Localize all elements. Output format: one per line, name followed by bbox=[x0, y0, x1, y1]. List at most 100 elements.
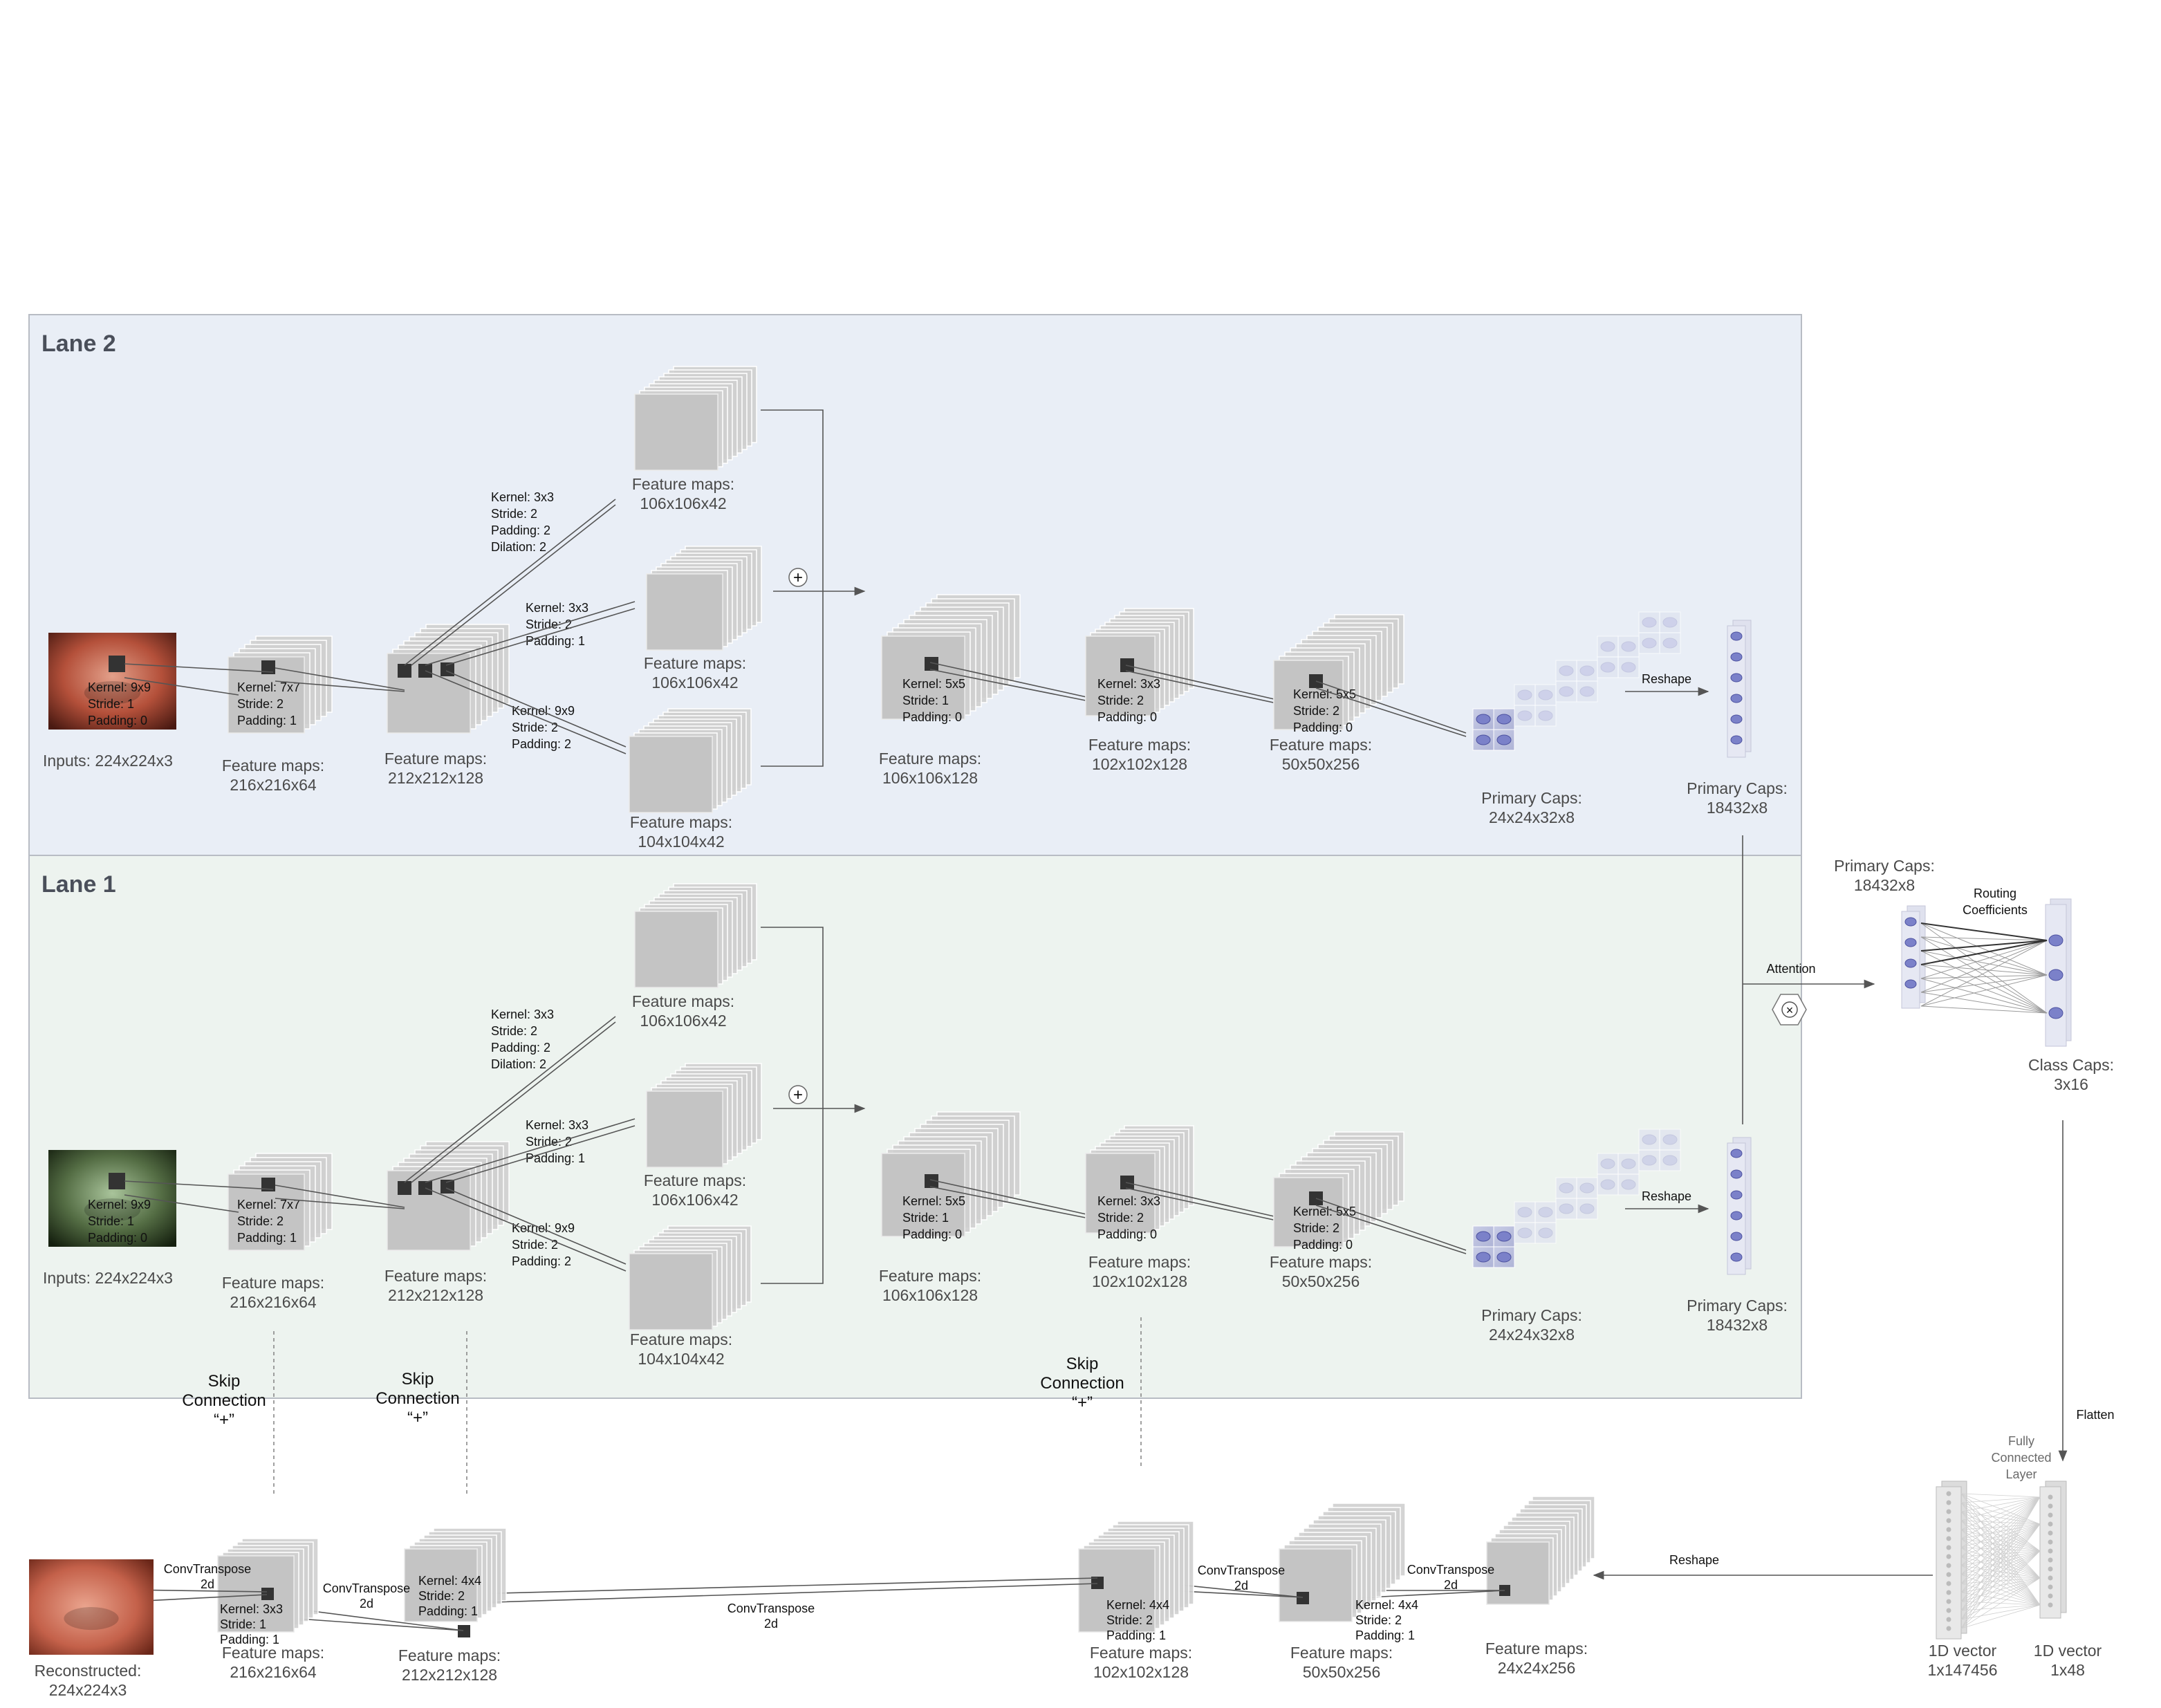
merge-label-line: Feature maps: bbox=[879, 750, 981, 768]
conv5-label: Feature maps:102x102x128 bbox=[1088, 736, 1191, 773]
decoder-d216-params-line: Padding: 1 bbox=[220, 1633, 279, 1646]
caps-cell bbox=[1659, 1149, 1681, 1171]
branch-a-params-line: Kernel: 3x3 bbox=[491, 490, 554, 504]
connector-line bbox=[124, 677, 239, 696]
convT-label-4-line: ConvTranspose bbox=[1407, 1563, 1494, 1577]
conv6-params-line: Kernel: 5x5 bbox=[1293, 687, 1356, 701]
caps-cell bbox=[1638, 1129, 1660, 1151]
neuron bbox=[1946, 1554, 1951, 1559]
primary-caps-flat bbox=[1727, 620, 1752, 758]
conv2-kernel-marker-a bbox=[398, 1181, 411, 1195]
conv2-params-line: Kernel: 7x7 bbox=[237, 680, 300, 694]
routing-edge bbox=[1920, 1005, 2048, 1014]
routing-primary-caps-capsule bbox=[1904, 958, 1917, 968]
primary-caps-label-line: Primary Caps: bbox=[1481, 1306, 1582, 1324]
fc-edge bbox=[1960, 1496, 2041, 1629]
branch-a-label-line: 106x106x42 bbox=[640, 1012, 726, 1030]
conv6-feature-stack bbox=[1273, 614, 1404, 730]
caps-cell-capsule bbox=[1642, 1155, 1657, 1166]
neuron bbox=[2048, 1530, 2053, 1536]
neuron bbox=[2048, 1503, 2053, 1509]
connector-line bbox=[411, 504, 616, 666]
routing-primary-caps bbox=[1901, 905, 1926, 1009]
class-caps-capsule bbox=[2048, 969, 2063, 981]
routing-edge bbox=[1920, 974, 2048, 979]
input-image bbox=[48, 633, 176, 730]
branch-c-label: Feature maps:104x104x42 bbox=[630, 813, 732, 851]
caps-cell bbox=[1659, 632, 1681, 654]
fc-edge bbox=[1960, 1523, 2041, 1611]
input-kernel-marker bbox=[109, 1173, 125, 1189]
conv1-kernel-marker bbox=[261, 660, 275, 674]
conv1-label-line: 216x216x64 bbox=[230, 1293, 317, 1311]
primary-caps-flat bbox=[1727, 1137, 1752, 1275]
reshape-label: Reshape bbox=[1642, 1189, 1691, 1203]
primary-caps-flat-capsule bbox=[1730, 1252, 1743, 1262]
caps-cell bbox=[1576, 660, 1598, 682]
caps-cell-capsule bbox=[1476, 714, 1491, 725]
merge-params-line: Stride: 1 bbox=[902, 694, 949, 707]
conv2-params-line: Kernel: 7x7 bbox=[237, 1198, 300, 1212]
caps-cell-capsule bbox=[1579, 1203, 1595, 1214]
conv2-label-line: Feature maps: bbox=[384, 1267, 487, 1285]
primary-caps-flat-label-line: 18432x8 bbox=[1707, 799, 1768, 817]
routing-edge bbox=[1920, 992, 2048, 1014]
merge-params-line: Stride: 1 bbox=[902, 1211, 949, 1225]
conv1-label-line: 216x216x64 bbox=[230, 776, 317, 794]
caps-cell bbox=[1576, 1198, 1598, 1220]
decoder-fm216-stack bbox=[217, 1538, 319, 1633]
caps-cell bbox=[1472, 1225, 1494, 1247]
skip-connection-label-line: “+” bbox=[1072, 1393, 1093, 1412]
fc-edge bbox=[1960, 1496, 2041, 1620]
caps-cell-capsule bbox=[1476, 1252, 1491, 1263]
routing-edge bbox=[1920, 950, 2048, 976]
input-image-shade bbox=[84, 681, 141, 705]
decoder-reshape-label: Reshape bbox=[1669, 1553, 1719, 1567]
decoder-d212-params-line: Kernel: 4x4 bbox=[418, 1574, 481, 1588]
caps-cell bbox=[1472, 729, 1494, 751]
fc-edge bbox=[1960, 1496, 2041, 1557]
routing-primary-caps-capsule bbox=[1904, 917, 1917, 927]
conv2-params-line: Padding: 1 bbox=[237, 714, 297, 727]
decoder-d50-params-line: Kernel: 4x4 bbox=[1355, 1598, 1418, 1612]
decoder-d50-params-line: Stride: 2 bbox=[1355, 1613, 1402, 1627]
conv5-feature-stack bbox=[1085, 1125, 1194, 1234]
fc-edge bbox=[1960, 1523, 2041, 1629]
primary-caps-flat-capsule bbox=[1730, 1211, 1743, 1220]
caps-cell bbox=[1493, 1225, 1515, 1247]
routing-coefficients-label-line: Coefficients bbox=[1963, 903, 2028, 917]
branch-a-params-line: Stride: 2 bbox=[491, 1024, 537, 1038]
primary-caps-flat-capsule bbox=[1730, 631, 1743, 641]
fc-edge bbox=[1960, 1496, 2041, 1530]
branch-b-feature-stack-front bbox=[646, 573, 723, 651]
routing-edge bbox=[1920, 964, 2048, 976]
merge-feature-stack-front bbox=[881, 1153, 965, 1237]
class-caps bbox=[2045, 898, 2072, 1047]
connector-line bbox=[1315, 1205, 1467, 1254]
caps-cell-capsule bbox=[1600, 641, 1615, 652]
branch-b-feature-stack bbox=[646, 1063, 762, 1168]
conv5-label-line: Feature maps: bbox=[1088, 1253, 1191, 1271]
conv1-params-line: Padding: 0 bbox=[88, 714, 147, 727]
caps-cell-capsule bbox=[1662, 638, 1678, 649]
caps-cell-capsule bbox=[1621, 641, 1636, 652]
caps-cell-capsule bbox=[1538, 1227, 1553, 1238]
neuron bbox=[2048, 1557, 2053, 1563]
branch-a-feature-stack-front bbox=[634, 911, 718, 988]
connector-line bbox=[929, 1179, 1093, 1216]
convT-label-3-line: 2d bbox=[1234, 1579, 1248, 1593]
branch-a-feature-stack bbox=[634, 366, 757, 471]
caps-cell bbox=[1617, 1153, 1640, 1175]
neuron bbox=[1946, 1617, 1951, 1622]
multiply-symbol: × bbox=[1786, 1003, 1794, 1017]
conv5-params-line: Padding: 0 bbox=[1097, 1227, 1157, 1241]
conv2-params-line: Stride: 2 bbox=[237, 1214, 284, 1228]
